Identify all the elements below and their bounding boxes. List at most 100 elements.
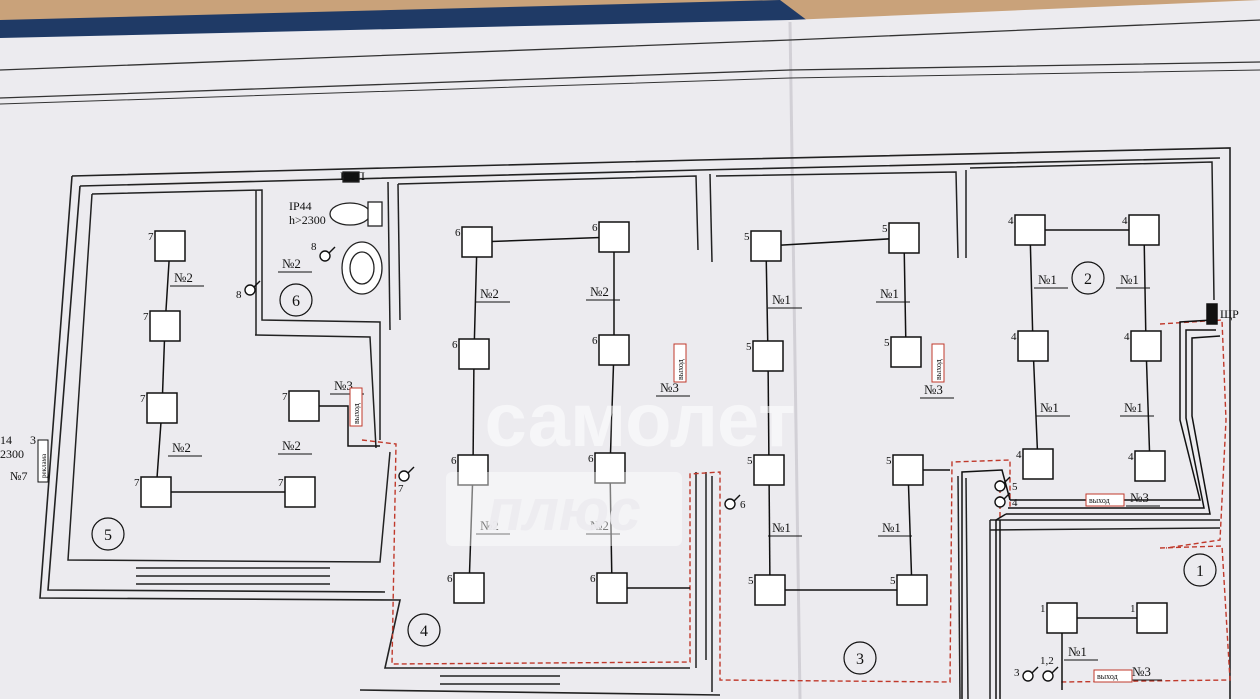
- wire-segment: [476, 236, 615, 243]
- left-edge-number: 3: [30, 433, 36, 447]
- light-fixture: [458, 338, 490, 370]
- light-fixture: [596, 572, 628, 604]
- light-fixture: [753, 454, 785, 486]
- light-fixture: [1128, 214, 1160, 246]
- room-6-circle: [279, 283, 313, 317]
- wire-segment: [903, 237, 907, 353]
- light-fixture: [1014, 214, 1046, 246]
- light-fixture: [461, 226, 493, 258]
- circuit-label: №2: [282, 256, 301, 271]
- outer-walls: [39, 147, 1231, 699]
- fixture-group-number: 1: [1040, 603, 1046, 615]
- switch-lever: [1003, 476, 1011, 484]
- fixture-group-number: 5: [882, 223, 888, 235]
- circuit-label: №1: [1040, 400, 1059, 415]
- light-fixture: [1022, 448, 1054, 480]
- ip-rating: IP44: [289, 199, 312, 213]
- main-panel-label: ЩР: [1220, 307, 1239, 321]
- left-edge-sign-text: реклама: [40, 453, 48, 478]
- room-3-circle: [843, 641, 877, 675]
- circuit-label: №2: [590, 518, 609, 533]
- exit-sign-room3: выход: [931, 343, 945, 383]
- switch-lever: [1051, 666, 1059, 674]
- fixture-group-number: 7: [282, 391, 288, 403]
- switch-number: 8: [236, 289, 242, 301]
- watermark-line2: плюс: [487, 478, 640, 543]
- left-edge-line: №7: [10, 469, 27, 483]
- fixture-group-number: 1: [1130, 603, 1136, 615]
- wire-segment: [609, 467, 613, 589]
- circuit-label: №3: [1132, 664, 1151, 679]
- wire-segment: [473, 241, 478, 355]
- light-fixture: [892, 454, 924, 486]
- room-4-number: 4: [420, 623, 428, 640]
- inner-walls: [67, 161, 1221, 699]
- switch-number: 5: [1012, 481, 1018, 493]
- fixture-group-number: 6: [451, 455, 457, 467]
- room-1-circle: [1183, 553, 1217, 587]
- switch-lever: [1003, 492, 1011, 500]
- wire-segment: [1145, 345, 1151, 467]
- fixture-group-number: 5: [886, 455, 892, 467]
- fixture-group-number: 5: [746, 341, 752, 353]
- switch-lever: [733, 494, 741, 502]
- switch-lever: [328, 246, 336, 254]
- light-fixture: [1130, 330, 1162, 362]
- circuit-label: №1: [882, 520, 901, 535]
- switch-lever: [407, 466, 415, 474]
- switch-lever: [253, 280, 261, 288]
- light-fixture: [149, 310, 181, 342]
- switch-number: 7: [398, 483, 404, 495]
- circuit-label: №3: [334, 378, 353, 393]
- circuit-label: №3: [924, 382, 943, 397]
- watermark-box: [446, 472, 682, 546]
- circuit-label: №1: [1120, 272, 1139, 287]
- kup-box: [342, 171, 360, 183]
- light-fixture: [896, 574, 928, 606]
- exit-sign-room3-text: выход: [934, 359, 943, 380]
- switch-lever: [1031, 666, 1039, 674]
- light-fixture: [1046, 602, 1078, 634]
- light-fixture: [457, 454, 489, 486]
- circuit-label: №3: [1130, 490, 1149, 505]
- light-fixture: [888, 222, 920, 254]
- light-fixture: [890, 336, 922, 368]
- switch-number: 4: [1012, 497, 1018, 509]
- fixture-group-number: 7: [134, 477, 140, 489]
- left-edge-code: 14: [0, 433, 12, 447]
- fixture-group-number: 7: [143, 311, 149, 323]
- light-switch: 7: [398, 466, 415, 495]
- room-4-circle: [407, 613, 441, 647]
- light-fixture: [154, 230, 186, 262]
- fixture-group-number: 6: [447, 573, 453, 585]
- circuit-label: №2: [480, 518, 499, 533]
- room-6-number: 6: [292, 293, 300, 310]
- fixture-group-number: 4: [1128, 451, 1134, 463]
- fixture-group-number: 5: [744, 231, 750, 243]
- light-fixture: [594, 452, 626, 484]
- exit-sign-room4: выход: [673, 343, 687, 383]
- switch-number: 8: [311, 241, 317, 253]
- switch-body: [994, 496, 1006, 508]
- circuit-label: №2: [282, 438, 301, 453]
- switch-body: [244, 284, 256, 296]
- switch-body: [994, 480, 1006, 492]
- wire-segment: [472, 353, 475, 471]
- fixture-group-number: 6: [588, 453, 594, 465]
- room-2-number: 2: [1084, 271, 1092, 288]
- switch-body: [398, 470, 410, 482]
- light-fixture: [1134, 450, 1166, 482]
- wire-segment: [609, 349, 615, 469]
- fixture-group-number: 5: [747, 455, 753, 467]
- light-switch: 4: [994, 492, 1018, 509]
- circuit-label: №1: [1124, 400, 1143, 415]
- wire-segment: [907, 469, 913, 591]
- fixture-group-number: 5: [884, 337, 890, 349]
- light-fixture: [754, 574, 786, 606]
- light-switch: 1,2: [1040, 655, 1059, 682]
- fixture-group-number: 6: [452, 339, 458, 351]
- exit-sign-room2: выход: [1085, 493, 1125, 507]
